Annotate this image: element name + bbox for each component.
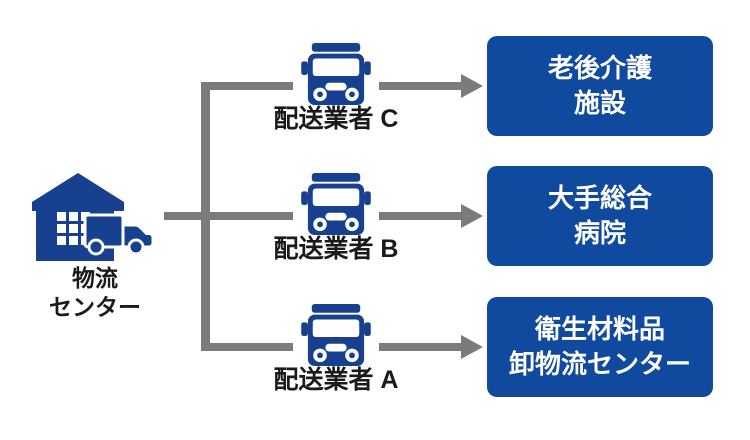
arrowhead-top [461, 74, 483, 98]
delivery-truck-a [293, 300, 379, 370]
carrier-label-c: 配送業者 C [273, 105, 399, 133]
delivery-truck-b [293, 169, 379, 239]
logistics-center-label: 物流 センター [15, 264, 175, 322]
destination-box-sanitary-materials-center: 衛生材料品 卸物流センター [487, 297, 713, 397]
arrowhead-bottom [461, 335, 483, 359]
destination-text-line2: 病院 [573, 218, 626, 248]
delivery-truck-icon [301, 173, 371, 235]
carrier-label-b: 配送業者 B [273, 235, 399, 263]
carrier-label-a: 配送業者 A [273, 366, 399, 394]
delivery-truck-icon [301, 304, 371, 366]
destination-text-line1: 大手総合 [547, 182, 652, 213]
delivery-truck-c [293, 39, 379, 109]
destination-box-general-hospital: 大手総合 病院 [487, 166, 713, 266]
warehouse-truck-icon [32, 173, 155, 261]
delivery-truck-icon [301, 43, 371, 105]
destination-text-line2: 施設 [573, 88, 626, 118]
destination-text-line1: 老後介護 [547, 52, 652, 83]
logistics-center-label-line2: センター [49, 294, 141, 321]
destination-text-line2: 卸物流センター [508, 349, 691, 379]
arrowhead-middle [461, 204, 483, 228]
destination-text-line1: 衛生材料品 [534, 313, 665, 344]
destination-box-elderly-care: 老後介護 施設 [487, 36, 713, 136]
logistics-center-label-line1: 物流 [72, 265, 118, 291]
